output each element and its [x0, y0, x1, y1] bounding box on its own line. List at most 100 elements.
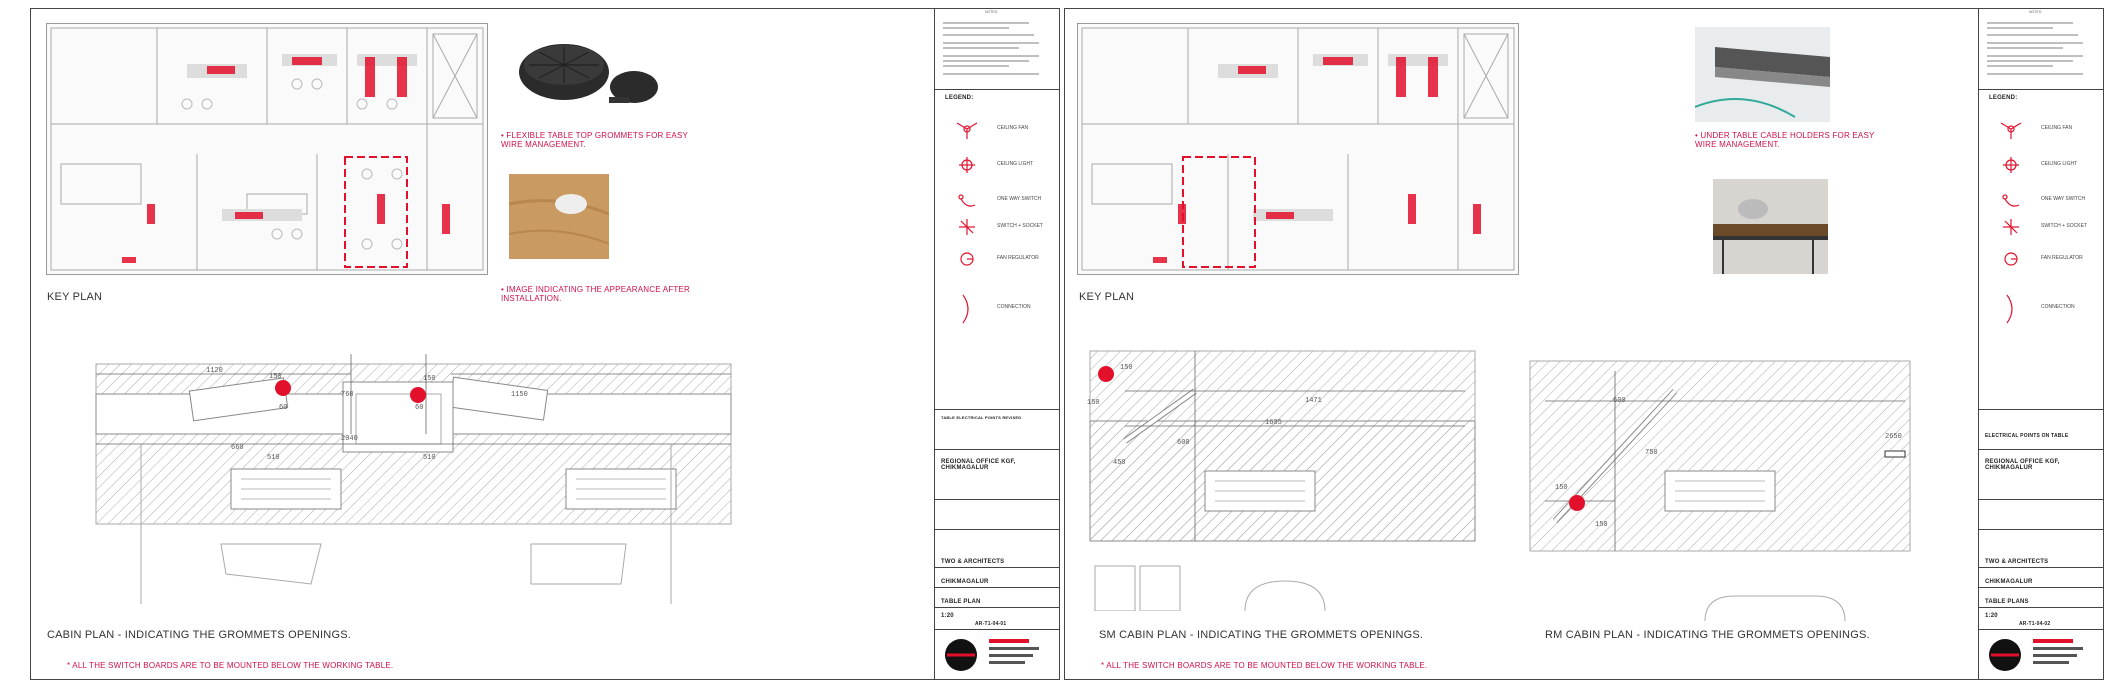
drawing-no-box: 1:20 AR-T1-04-02	[1979, 607, 2103, 630]
key-plan-label: KEY PLAN	[1079, 291, 1135, 303]
grommet-marker-right	[410, 387, 426, 403]
legend-item: ONE WAY SWITCH	[997, 196, 1042, 202]
dim-label: 60	[415, 404, 424, 412]
legend-item: CONNECTION	[997, 304, 1031, 310]
installed-cable-holder-photo	[1713, 179, 1828, 274]
legend-item: CEILING FAN	[2041, 125, 2073, 131]
title-block-1: NOTES: LEGEND: CEILING FAN CEILING LIGHT	[934, 9, 1059, 679]
drawing-number: AR-T1-04-01	[975, 621, 1007, 627]
installed-grommet-photo	[509, 174, 609, 259]
key-plan-drawing	[50, 27, 484, 271]
legend-item: CEILING LIGHT	[997, 161, 1034, 167]
dim-label: 150	[423, 375, 436, 383]
photo-note-1: • FLEXIBLE TABLE TOP GROMMETS FOR EASY W…	[501, 131, 688, 149]
cabin-plan-caption: CABIN PLAN - INDICATING THE GROMMETS OPE…	[47, 629, 351, 641]
firm-logo	[1989, 639, 2083, 671]
key-plan-2	[1077, 23, 1519, 275]
legend-symbols	[956, 122, 978, 324]
dim-label: 1120	[206, 367, 223, 375]
legend-item: CEILING LIGHT	[2041, 161, 2078, 167]
dim-label: 1150	[511, 391, 528, 399]
title-block-2: NOTES: LEGEND: CEILING FAN CEILING LIGHT	[1978, 9, 2103, 679]
drawing-sheet-2: • UNDER TABLE CABLE HOLDERS FOR EASY WIR…	[1064, 8, 2104, 680]
dim-label: 150	[1595, 521, 1608, 529]
notes-header: NOTES:	[2029, 10, 2043, 14]
footer-note: * ALL THE SWITCH BOARDS ARE TO BE MOUNTE…	[67, 661, 394, 670]
sm-cabin-plan-caption: SM CABIN PLAN - INDICATING THE GROMMETS …	[1099, 629, 1424, 641]
footer-note: * ALL THE SWITCH BOARDS ARE TO BE MOUNTE…	[1101, 661, 1428, 670]
project-box: REGIONAL OFFICE KGF, CHIKMAGALUR	[935, 449, 1059, 500]
rm-cabin-plan-caption: RM CABIN PLAN - INDICATING THE GROMMETS …	[1545, 629, 1870, 641]
drawing-title-box: TABLE PLANS	[1979, 587, 2103, 608]
dim-label: 660	[231, 444, 244, 452]
notes-box: NOTES:	[935, 9, 1059, 90]
grommet-marker-left	[275, 380, 291, 396]
legend-title: LEGEND:	[945, 95, 974, 101]
firm-logo-box	[935, 629, 1059, 679]
legend-item: SWITCH + SOCKET	[2041, 223, 2087, 229]
grommet-product-photo	[509, 27, 669, 127]
key-plan-label: KEY PLAN	[47, 291, 103, 303]
architect-box: TWO & ARCHITECTS	[935, 529, 1059, 568]
dim-label: 2650	[1885, 433, 1902, 441]
dim-label: 1635	[1265, 419, 1282, 427]
dim-label: 150	[1087, 399, 1100, 407]
drawing-sheet-1: • FLEXIBLE TABLE TOP GROMMETS FOR EASY W…	[30, 8, 1060, 680]
dim-label: 2040	[341, 435, 358, 443]
architect-name: TWO & ARCHITECTS	[941, 559, 1005, 565]
blank-box	[1979, 499, 2103, 530]
drawing-of: CHIKMAGALUR	[1985, 579, 2033, 585]
drawing-title: TABLE PLANS	[1985, 599, 2029, 605]
dim-label: 510	[267, 454, 280, 462]
drawing-area-2: • UNDER TABLE CABLE HOLDERS FOR EASY WIR…	[1065, 9, 1979, 679]
drawing-no-box: 1:20 AR-T1-04-01	[935, 607, 1059, 630]
dim-label: 1471	[1305, 397, 1322, 405]
cabin-plan-drawing	[95, 354, 732, 604]
project-name: REGIONAL OFFICE KGF, CHIKMAGALUR	[1985, 459, 2060, 471]
project-box: REGIONAL OFFICE KGF, CHIKMAGALUR	[1979, 449, 2103, 500]
revision-note: TABLE ELECTRICAL POINTS REVISED	[941, 415, 1022, 420]
dim-label: 750	[1645, 449, 1658, 457]
legend-item: CONNECTION	[2041, 304, 2075, 310]
revision-box: TABLE ELECTRICAL POINTS REVISED	[935, 409, 1059, 450]
dim-label: 450	[1113, 459, 1126, 467]
drawing-of-box: CHIKMAGALUR	[935, 567, 1059, 588]
legend-symbols	[2000, 122, 2022, 324]
drawing-of-box: CHIKMAGALUR	[1979, 567, 2103, 588]
key-plan-drawing	[1081, 27, 1515, 271]
drawing-title-box: TABLE PLAN	[935, 587, 1059, 608]
drawing-of: CHIKMAGALUR	[941, 579, 989, 585]
drawing-number: AR-T1-04-02	[2019, 621, 2051, 627]
drawing-scale: 1:20	[941, 613, 954, 619]
dim-label: 150	[1120, 364, 1133, 372]
revision-note: ELECTRICAL POINTS ON TABLE	[1985, 433, 2069, 439]
legend-item: SWITCH + SOCKET	[997, 223, 1043, 229]
rm-cabin-plan-drawing	[1529, 360, 1911, 621]
dim-label: 760	[341, 391, 354, 399]
photo-note-2: • IMAGE INDICATING THE APPEARANCE AFTER …	[501, 285, 691, 303]
legend-box: LEGEND: CEILING FAN CEILING LIGHT ONE WA…	[1979, 89, 2103, 410]
grommet-marker-rm	[1569, 495, 1585, 511]
notes-header: NOTES:	[985, 10, 999, 14]
key-plan-1	[46, 23, 488, 275]
architect-box: TWO & ARCHITECTS	[1979, 529, 2103, 568]
drawing-scale: 1:20	[1985, 613, 1998, 619]
legend-item: ONE WAY SWITCH	[2041, 196, 2086, 202]
drawing-area-1: • FLEXIBLE TABLE TOP GROMMETS FOR EASY W…	[31, 9, 935, 679]
legend-item: CEILING FAN	[997, 125, 1029, 131]
architect-name: TWO & ARCHITECTS	[1985, 559, 2049, 565]
grommet-marker-sm	[1098, 366, 1114, 382]
dim-label: 60	[279, 404, 288, 412]
drawing-title: TABLE PLAN	[941, 599, 981, 605]
legend-item: FAN REGULATOR	[997, 255, 1039, 261]
project-name: REGIONAL OFFICE KGF, CHIKMAGALUR	[941, 459, 1016, 471]
dim-label: 600	[1177, 439, 1190, 447]
dim-label: 510	[423, 454, 436, 462]
notes-box: NOTES:	[1979, 9, 2103, 90]
sm-cabin-plan-drawing	[1089, 350, 1476, 611]
firm-logo	[945, 639, 1039, 671]
revision-box: ELECTRICAL POINTS ON TABLE	[1979, 409, 2103, 450]
photo-note-1: • UNDER TABLE CABLE HOLDERS FOR EASY WIR…	[1695, 131, 1875, 149]
legend-title: LEGEND:	[1989, 95, 2018, 101]
cable-holder-photo	[1695, 27, 1830, 122]
